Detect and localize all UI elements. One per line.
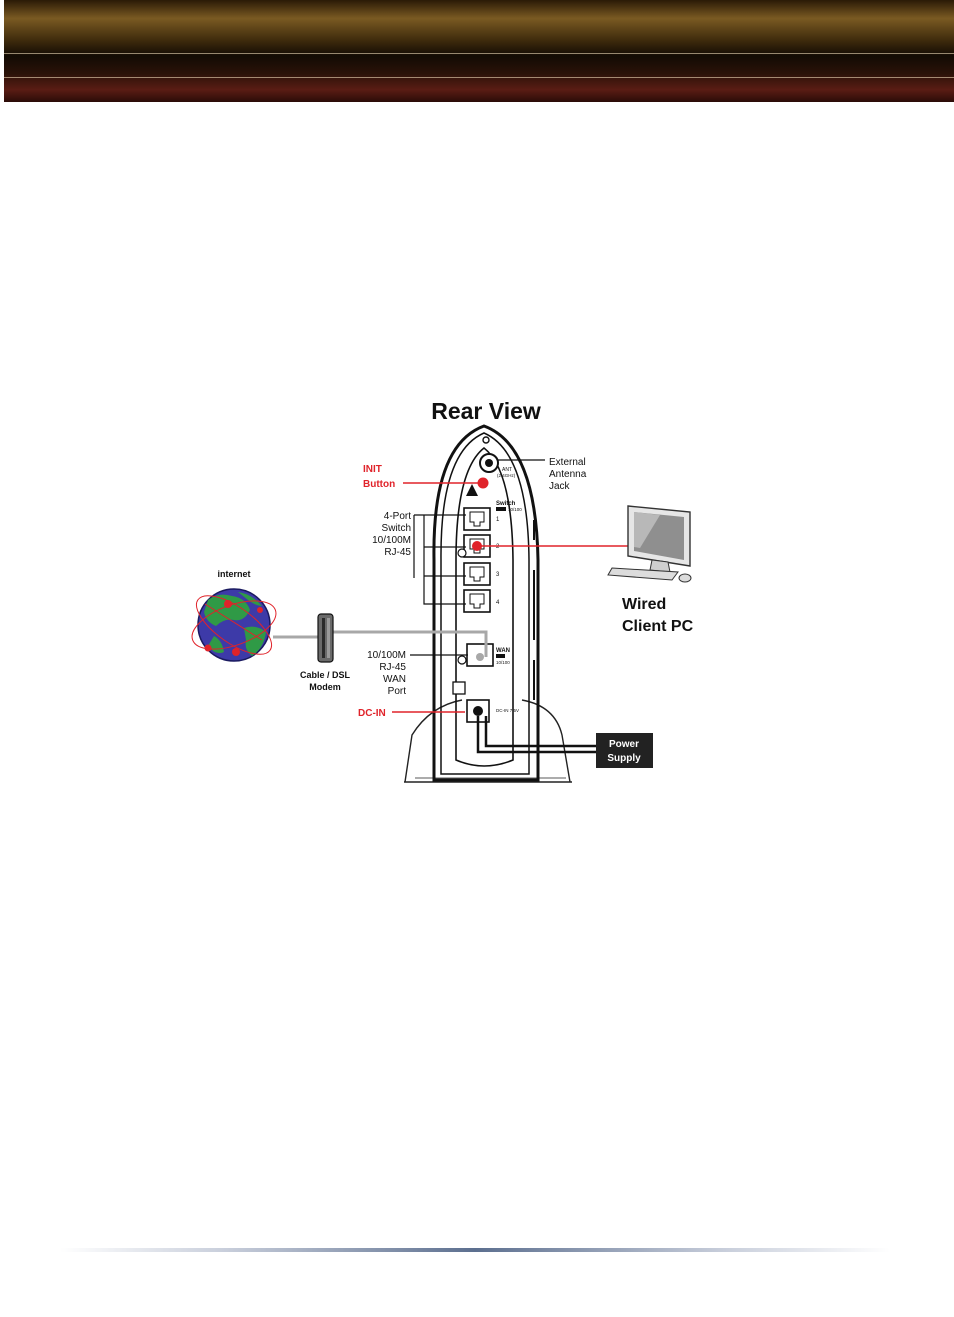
power-switch xyxy=(453,682,465,694)
warning-triangle-icon xyxy=(466,484,478,496)
init-button-dot xyxy=(478,478,489,489)
footer-divider xyxy=(60,1248,890,1252)
switch-port-icon xyxy=(496,507,506,511)
modem-label-line2: Modem xyxy=(309,682,341,692)
power-supply-label-line2: Supply xyxy=(607,753,641,764)
port-number-3: 3 xyxy=(496,572,500,578)
switch-label-line3: 10/100M xyxy=(372,535,411,546)
wan-port-icon xyxy=(496,654,505,658)
power-supply-label-line1: Power xyxy=(609,739,639,750)
init-label-line1: INIT xyxy=(363,464,382,475)
wan-label-line4: Port xyxy=(388,686,407,697)
modem-label-line1: Cable / DSL xyxy=(300,670,351,680)
internet-label: internet xyxy=(217,569,250,579)
antenna-label-line3: Jack xyxy=(549,481,571,492)
screw-lower xyxy=(458,656,466,664)
wan-label-line3: WAN xyxy=(383,674,406,685)
wan-port-dot xyxy=(476,653,484,661)
switch-speed-marking: 10/100 xyxy=(508,507,522,512)
dc-in-rating-marking: DC-IN 7.5V xyxy=(496,708,519,713)
screw-upper xyxy=(458,549,466,557)
wan-label-line2: RJ-45 xyxy=(379,662,406,673)
wired-client-label-line1: Wired xyxy=(622,596,666,613)
wan-marking: WAN xyxy=(496,648,510,654)
port-number-1: 1 xyxy=(496,517,500,523)
wan-label-line1: 10/100M xyxy=(367,650,406,661)
globe-icon xyxy=(186,585,282,665)
modem-icon xyxy=(318,614,333,662)
lan-port-2-dot xyxy=(472,541,482,551)
lan-ports xyxy=(464,508,490,612)
antenna-label-line1: External xyxy=(549,457,586,468)
switch-label-line2: Switch xyxy=(382,523,411,534)
wired-client-label-line2: Client PC xyxy=(622,618,694,635)
antenna-label-line2: Antenna xyxy=(549,469,587,480)
wan-speed-marking: 10/100 xyxy=(496,660,510,665)
ant-freq-marking: (2.4GHz) xyxy=(497,473,516,478)
switch-label-line4: RJ-45 xyxy=(384,547,411,558)
switch-label-line1: 4-Port xyxy=(384,511,411,522)
antenna-jack xyxy=(480,454,498,472)
port-number-2: 2 xyxy=(496,544,500,550)
computer-icon xyxy=(608,506,691,582)
diagram-title: Rear View xyxy=(431,398,541,424)
dc-in-socket xyxy=(473,706,483,716)
init-label-line2: Button xyxy=(363,479,395,490)
dc-in-label: DC-IN xyxy=(358,708,386,719)
port-number-4: 4 xyxy=(496,600,500,606)
